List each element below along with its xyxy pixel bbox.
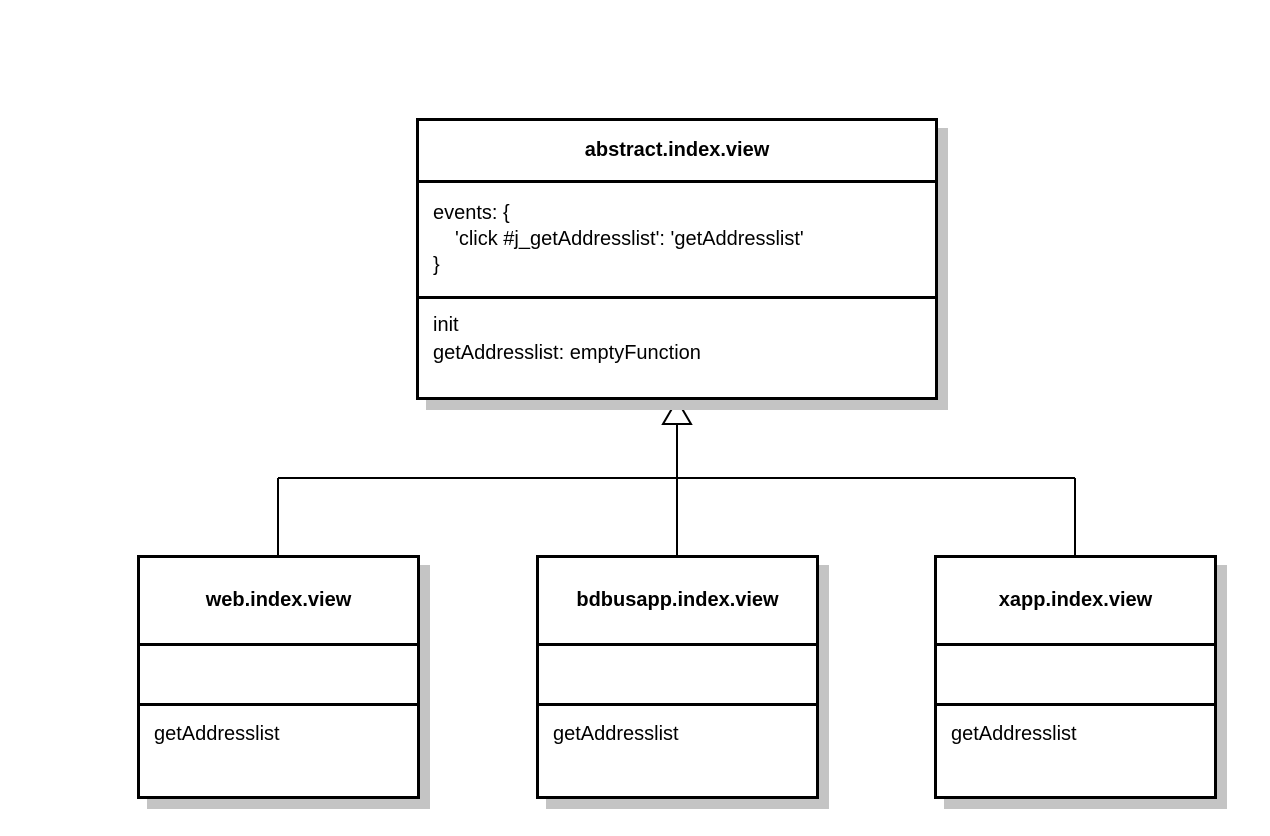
generalization-arrowhead-icon (661, 398, 693, 425)
class-methods: getAddresslist (140, 706, 417, 754)
class-name: web.index.view (140, 558, 417, 646)
attribute-line: events: { (433, 202, 510, 224)
class-name: abstract.index.view (419, 121, 935, 183)
abstract-index-view-class[interactable]: abstract.index.view events: { 'click #j_… (416, 118, 938, 400)
method-line: getAddresslist (154, 723, 280, 745)
class-attributes (937, 646, 1214, 706)
class-methods: init getAddresslist: emptyFunction (419, 299, 935, 373)
class-name: xapp.index.view (937, 558, 1214, 646)
method-line: getAddresslist: emptyFunction (433, 342, 701, 364)
class-name: bdbusapp.index.view (539, 558, 816, 646)
method-line: init (433, 314, 459, 336)
xapp-index-view-class[interactable]: xapp.index.view getAddresslist (934, 555, 1217, 799)
class-methods: getAddresslist (937, 706, 1214, 754)
web-index-view-class[interactable]: web.index.view getAddresslist (137, 555, 420, 799)
class-attributes (539, 646, 816, 706)
bdbusapp-index-view-class[interactable]: bdbusapp.index.view getAddresslist (536, 555, 819, 799)
class-methods: getAddresslist (539, 706, 816, 754)
method-line: getAddresslist (951, 723, 1077, 745)
class-attributes: events: { 'click #j_getAddresslist': 'ge… (419, 183, 935, 299)
attribute-line: 'click #j_getAddresslist': 'getAddressli… (455, 228, 804, 250)
attribute-line: } (433, 254, 440, 276)
class-attributes (140, 646, 417, 706)
method-line: getAddresslist (553, 723, 679, 745)
